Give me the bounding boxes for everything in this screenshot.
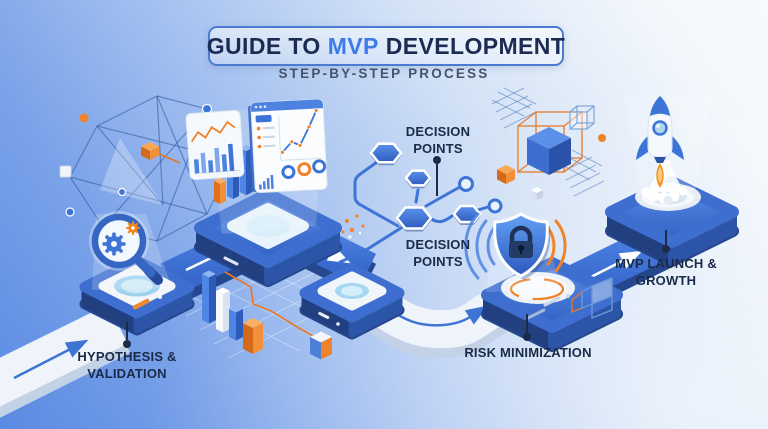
hash-grid-top	[491, 87, 537, 129]
title-banner: GUIDE TO MVP DEVELOPMENT	[206, 26, 566, 66]
sparkle-dots	[341, 214, 365, 239]
wireframe-arrow-icon	[571, 277, 613, 319]
bar-chart-3d-icon	[202, 270, 332, 360]
small-wire-cube-icon	[569, 105, 595, 130]
magnifier-gears-icon	[89, 211, 172, 290]
chart-panel-left	[185, 110, 245, 180]
title-prefix: GUIDE TO	[206, 32, 321, 59]
hexagon-network-icon	[338, 142, 503, 264]
analytics-dashboard-icon	[185, 98, 328, 234]
platform-middle	[299, 263, 405, 340]
rocket-icon	[624, 95, 712, 205]
wireframe-network-nodes	[59, 103, 213, 217]
title-highlight: MVP	[327, 32, 379, 59]
title-suffix: DEVELOPMENT	[385, 32, 566, 59]
step-label-decision-points-bottom: DECISION POINTS	[405, 237, 471, 269]
road-start	[0, 304, 131, 418]
shield-lock-icon	[464, 212, 567, 292]
step-label-mvp-launch-growth: MVP LAUNCH & GROWTH	[615, 256, 717, 288]
step-label-risk-minimization: RISK MINIMIZATION	[464, 345, 592, 360]
step-label-hypothesis-validation: HYPOTHESIS & VALIDATION	[77, 349, 177, 381]
step-label-decision-points-top: DECISION POINTS	[405, 124, 471, 156]
label-pointers	[123, 156, 670, 348]
platform-hypothesis	[79, 255, 195, 336]
cube-icon	[497, 105, 606, 200]
chart-panel-right	[248, 98, 328, 194]
subtitle: STEP-BY-STEP PROCESS	[278, 66, 490, 81]
platform-analytics	[194, 188, 342, 287]
